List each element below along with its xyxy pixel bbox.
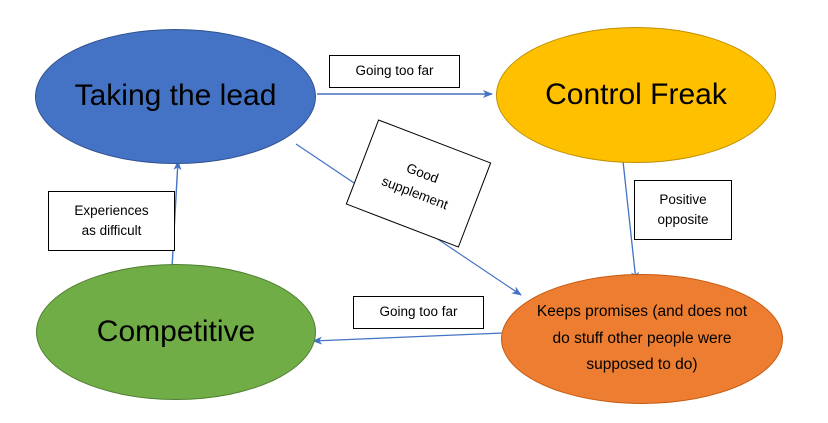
node-competitive-label: Competitive [96, 314, 256, 348]
edge-label-good-supplement-text: Good supplement [379, 160, 451, 212]
node-taking-the-lead[interactable]: Taking the lead [35, 29, 316, 164]
node-competitive[interactable]: Competitive [36, 264, 316, 400]
node-taking-the-lead-label: Taking the lead [74, 79, 277, 113]
edge-label-experiences-as-difficult[interactable]: Experiences as difficult [48, 191, 175, 251]
edge-label-positive-opposite[interactable]: Positive opposite [634, 180, 732, 240]
arrow-control-freak-to-keeps-promises [622, 160, 640, 282]
node-control-freak[interactable]: Control Freak [496, 27, 776, 163]
node-control-freak-label: Control Freak [545, 77, 727, 111]
edge-label-going-too-far-top-text: Going too far [355, 63, 434, 79]
edge-label-going-too-far-bottom-text: Going too far [379, 304, 458, 320]
node-keeps-promises-label: Keeps promises (and does not do stuff ot… [536, 303, 748, 374]
edge-label-going-too-far-top[interactable]: Going too far [329, 55, 460, 88]
edge-label-experiences-as-difficult-text: Experiences as difficult [74, 202, 149, 238]
edge-label-positive-opposite-text: Positive opposite [657, 191, 709, 227]
arrow-keeps-promises-to-competitive [312, 332, 504, 345]
node-keeps-promises[interactable]: Keeps promises (and does not do stuff ot… [501, 274, 783, 404]
edge-label-going-too-far-bottom[interactable]: Going too far [353, 296, 484, 329]
